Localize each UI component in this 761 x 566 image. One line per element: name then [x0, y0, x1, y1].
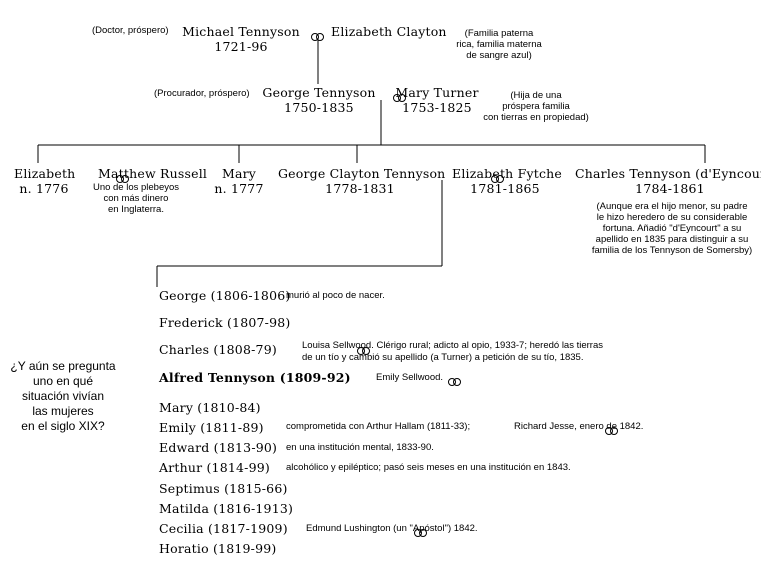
george-clayton-name: George Clayton Tennyson: [278, 166, 446, 181]
elizabeth-clayton-note: (Familia paterna rica, familia materna d…: [444, 28, 554, 61]
michael-name: Michael Tennyson: [182, 24, 300, 39]
marriage-icon: [605, 427, 619, 436]
child-mary: Mary (1810-84): [159, 400, 261, 415]
mary-n1777: Mary n. 1777: [209, 166, 269, 196]
mary-years: n. 1777: [214, 181, 264, 196]
michael-note: (Doctor, próspero): [92, 25, 169, 36]
child-matilda: Matilda (1816-1913): [159, 501, 294, 516]
elizabeth-clayton-note-line: de sangre azul): [466, 50, 532, 61]
child-arthur: Arthur (1814-99): [159, 460, 270, 475]
child-alfred-note: Emily Sellwood.: [376, 372, 444, 383]
george-clayton-years: 1778-1831: [325, 181, 395, 196]
child-charles-note-line-2: de un tío y cambió su apellido (a Turner…: [302, 352, 584, 363]
mary-turner-note: (Hija de una próspera familia con tierra…: [474, 90, 598, 123]
charles-deyncourt-name: Charles Tennyson (d'Eyncourt): [575, 166, 761, 181]
marriage-icon: [311, 33, 325, 42]
elizabeth-clayton-name: Elizabeth Clayton: [331, 24, 447, 39]
child-charles-note-line-1: Louisa Sellwood. Clérigo rural; adicto a…: [302, 340, 604, 351]
mary-turner-note-line: próspera familia: [502, 101, 570, 112]
marriage-icon: [491, 175, 505, 184]
marriage-icon: [414, 529, 428, 538]
marriage-icon: [448, 378, 462, 387]
matthew-russell-note: Uno de los plebeyos con más dinero en In…: [86, 182, 186, 215]
matthew-note-line: con más dinero: [103, 193, 169, 204]
charles-note-line: (Aunque era el hijo menor, su padre: [596, 201, 748, 212]
george-clayton-tennyson: George Clayton Tennyson 1778-1831: [278, 166, 446, 196]
michael-years: 1721-96: [214, 39, 268, 54]
charles-deyncourt-note: (Aunque era el hijo menor, su padre le h…: [583, 201, 761, 256]
mary-turner-note-line: (Hija de una: [510, 90, 562, 101]
george-note: (Procurador, próspero): [154, 88, 250, 99]
elizabeth-clayton-note-line: rica, familia materna: [456, 39, 542, 50]
george-tennyson: George Tennyson 1750-1835: [262, 85, 376, 115]
child-george-note: murió al poco de nacer.: [286, 290, 385, 301]
child-arthur-note: alcohólico y epiléptico; pasó seis meses…: [286, 462, 571, 473]
child-edward-note: en una institución mental, 1833-90.: [286, 442, 434, 453]
question-line: en el siglo XIX?: [21, 419, 105, 433]
child-emily-note-2: Richard Jesse, enero de 1842.: [514, 421, 644, 432]
child-emily: Emily (1811-89): [159, 420, 264, 435]
elizabeth-fytche: Elizabeth Fytche 1781-1865: [452, 166, 563, 196]
charles-tennyson-deyncourt: Charles Tennyson (d'Eyncourt) 1784-1861: [575, 166, 761, 196]
matthew-note-line: Uno de los plebeyos: [92, 182, 180, 193]
child-septimus: Septimus (1815-66): [159, 481, 288, 496]
question-line: las mujeres: [32, 404, 94, 418]
marriage-icon: [116, 175, 130, 184]
child-emily-note-1: comprometida con Arthur Hallam (1811-33)…: [286, 421, 471, 432]
child-cecilia-note: Edmund Lushington (un "Apóstol") 1842.: [306, 523, 478, 534]
mary-turner-name: Mary Turner: [395, 85, 479, 100]
elizabeth-fytche-years: 1781-1865: [470, 181, 540, 196]
question-line: situación vivían: [21, 389, 105, 403]
child-alfred: Alfred Tennyson (1809-92): [159, 370, 351, 385]
marriage-icon: [393, 94, 407, 103]
elizabeth-fytche-name: Elizabeth Fytche: [452, 166, 563, 181]
marriage-icon: [357, 347, 371, 356]
side-question: ¿Y aún se pregunta uno en qué situación …: [4, 359, 122, 434]
child-george: George (1806-1806): [159, 288, 291, 303]
charles-deyncourt-years: 1784-1861: [635, 181, 705, 196]
child-frederick: Frederick (1807-98): [159, 315, 291, 330]
george-years: 1750-1835: [284, 100, 354, 115]
child-horatio: Horatio (1819-99): [159, 541, 277, 556]
elizabeth-clayton-note-line: (Familia paterna: [464, 28, 534, 39]
michael-tennyson: Michael Tennyson 1721-96: [178, 24, 304, 54]
elizabeth-years: n. 1776: [19, 181, 69, 196]
child-cecilia: Cecilia (1817-1909): [159, 521, 288, 536]
charles-note-line: fortuna. Añadió "d'Eyncourt" a su: [602, 223, 742, 234]
matthew-note-line: en Inglaterra.: [108, 204, 164, 215]
question-line: uno en qué: [32, 374, 94, 388]
charles-note-line: le hizo heredero de su considerable: [596, 212, 748, 223]
elizabeth-name: Elizabeth: [14, 166, 76, 181]
child-edward: Edward (1813-90): [159, 440, 278, 455]
mary-turner: Mary Turner 1753-1825: [392, 85, 482, 115]
elizabeth-n1776: Elizabeth n. 1776: [14, 166, 76, 196]
child-charles: Charles (1808-79): [159, 342, 277, 357]
question-line: ¿Y aún se pregunta: [10, 359, 116, 373]
mary-turner-years: 1753-1825: [402, 100, 472, 115]
mary-turner-note-line: con tierras en propiedad): [483, 112, 589, 123]
charles-note-line: apellido en 1835 para distinguir a su: [595, 234, 749, 245]
george-name: George Tennyson: [262, 85, 376, 100]
matthew-russell-name: Matthew Russell: [98, 166, 208, 181]
mary-name: Mary: [221, 166, 257, 181]
charles-note-line: familia de los Tennyson de Somersby): [591, 245, 753, 256]
